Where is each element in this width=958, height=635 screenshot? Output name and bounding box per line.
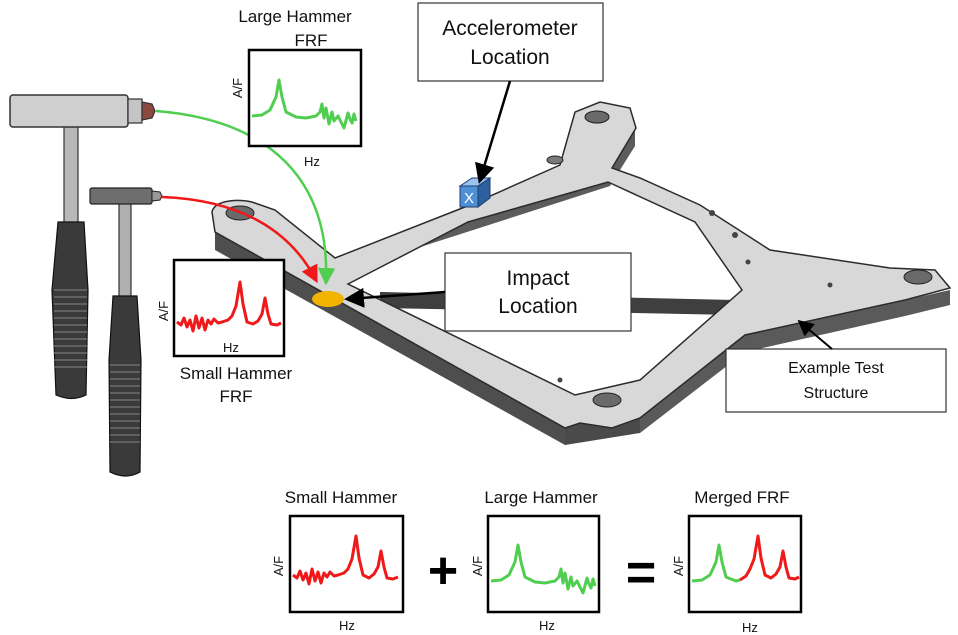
large-frf-title-line1: Large Hammer (238, 7, 352, 26)
small-frf-xlabel: Hz (223, 340, 239, 355)
bottom-large-title: Large Hammer (484, 488, 598, 507)
small-frf-title-line1: Small Hammer (180, 364, 293, 383)
large-hammer-connector (155, 109, 336, 286)
small-frf-title-line2: FRF (219, 387, 252, 406)
impact-callout: Impact Location (344, 252, 632, 332)
structure-callout: Example Test Structure (725, 319, 947, 413)
impact-point-icon (312, 291, 344, 307)
large-frf-ylabel: A/F (230, 78, 245, 98)
bottom-merged-curve-low (691, 543, 741, 583)
bottom-merged-frf: Merged FRF A/F Hz (671, 488, 803, 635)
large-hammer-frf-top: Large Hammer FRF A/F Hz (230, 7, 363, 169)
bottom-small-ylabel: A/F (271, 556, 286, 576)
large-frf-title-line2: FRF (294, 31, 327, 50)
accelerometer-marker: X (464, 190, 474, 207)
small-hammer-frf-left: A/F Hz Small Hammer FRF (156, 258, 293, 406)
large-hammer-icon (9, 94, 156, 400)
bottom-merged-xlabel: Hz (742, 620, 758, 635)
bottom-large-curve (490, 543, 597, 595)
accelerometer-callout-line2: Location (470, 46, 549, 69)
bottom-large-xlabel: Hz (539, 618, 555, 633)
bottom-small-curve (292, 534, 399, 586)
impact-callout-line1: Impact (506, 267, 569, 290)
impact-callout-line2: Location (498, 295, 577, 318)
bottom-large-hammer-frf: Large Hammer A/F Hz (470, 488, 601, 633)
plus-operator: + (428, 542, 458, 600)
small-frf-curve (176, 280, 282, 333)
small-hammer-icon (89, 187, 163, 477)
bottom-small-xlabel: Hz (339, 618, 355, 633)
equals-operator: = (626, 544, 656, 602)
bottom-large-ylabel: A/F (470, 556, 485, 576)
large-frf-xlabel: Hz (304, 154, 320, 169)
small-hammer-connector (161, 195, 318, 284)
accelerometer-callout: Accelerometer Location (417, 2, 604, 184)
bottom-merged-title: Merged FRF (694, 488, 789, 507)
bottom-small-title: Small Hammer (285, 488, 398, 507)
bottom-small-hammer-frf: Small Hammer A/F Hz (271, 488, 405, 633)
accelerometer-icon: X (458, 177, 492, 208)
bottom-merged-curve-high (739, 534, 800, 582)
structure-callout-line1: Example Test (788, 360, 884, 377)
accelerometer-callout-line1: Accelerometer (442, 17, 577, 40)
small-frf-ylabel: A/F (156, 301, 171, 321)
bottom-merged-ylabel: A/F (671, 556, 686, 576)
structure-callout-line2: Structure (804, 385, 869, 402)
large-frf-curve (251, 78, 358, 130)
